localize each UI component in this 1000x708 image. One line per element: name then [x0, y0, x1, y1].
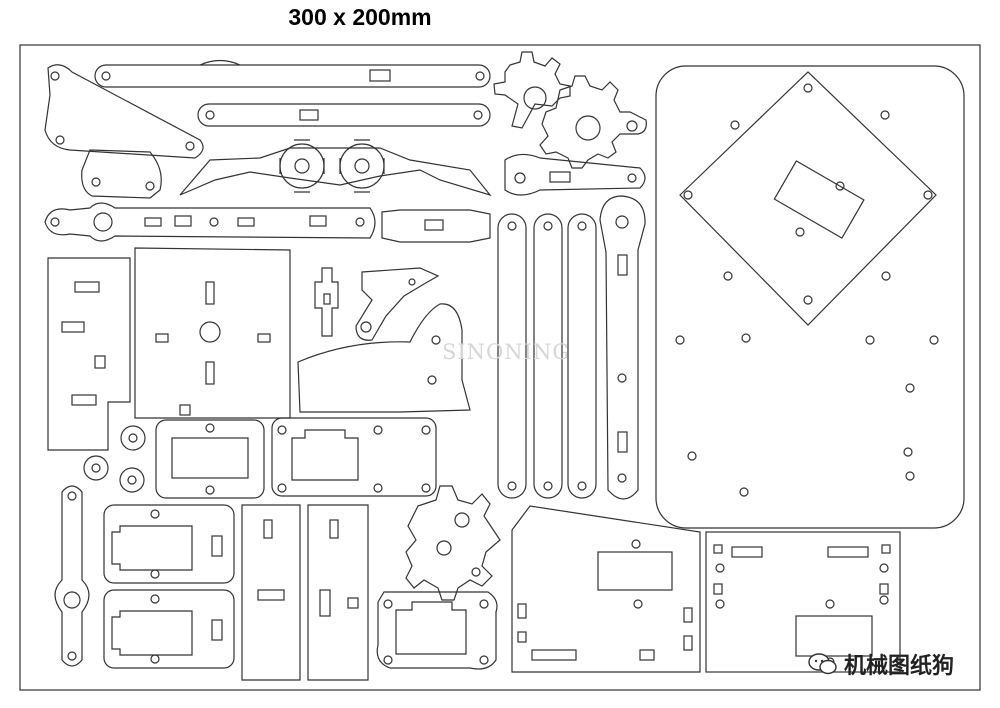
servo-frame-2 — [103, 589, 235, 669]
t-bracket-part — [314, 267, 339, 337]
servo-plate-part — [376, 591, 498, 670]
mid-link-part — [197, 103, 491, 127]
washer-3 — [119, 467, 145, 493]
gear-part-4 — [339, 139, 385, 193]
gear-part-3 — [279, 139, 325, 193]
vertical-link-1 — [497, 213, 527, 499]
base-plate-part — [655, 65, 965, 529]
side-frame-part — [47, 257, 131, 451]
servo-frame-1 — [103, 504, 235, 584]
long-link-part — [94, 59, 491, 88]
long-arm-part — [44, 202, 376, 242]
control-board-1 — [511, 505, 701, 673]
side-panel-1 — [241, 504, 301, 681]
washer-1 — [120, 425, 146, 451]
vertical-arm-part — [599, 195, 646, 500]
gripper-base-part — [297, 303, 471, 413]
gear-part-1 — [493, 51, 571, 129]
gear-part-2 — [539, 75, 647, 169]
vertical-link-2 — [533, 213, 563, 499]
control-board-2 — [705, 531, 901, 673]
brand-badge: 机械图纸狗 — [808, 648, 954, 680]
sheet-border — [19, 44, 981, 691]
side-panel-2 — [307, 504, 369, 681]
gear-part-5 — [405, 485, 501, 601]
servo-mount-1 — [155, 419, 265, 499]
arm-bracket-part — [44, 64, 204, 159]
servo-clip-part — [381, 209, 491, 243]
watermark-text: SINONING — [442, 340, 571, 364]
crank-link-part — [504, 153, 646, 196]
servo-mount-2 — [271, 417, 437, 497]
hinge-link-part — [355, 267, 440, 341]
washer-2 — [83, 455, 109, 481]
slot-link-part — [54, 485, 90, 667]
brand-text: 机械图纸狗 — [844, 654, 955, 679]
vertical-link-3 — [567, 213, 597, 499]
center-box-plate — [134, 247, 291, 419]
small-bracket-part — [81, 149, 162, 199]
claw-jaw-part — [179, 147, 492, 197]
sheet-title: 300 x 200mm — [288, 4, 432, 30]
wechat-icon — [808, 653, 837, 675]
